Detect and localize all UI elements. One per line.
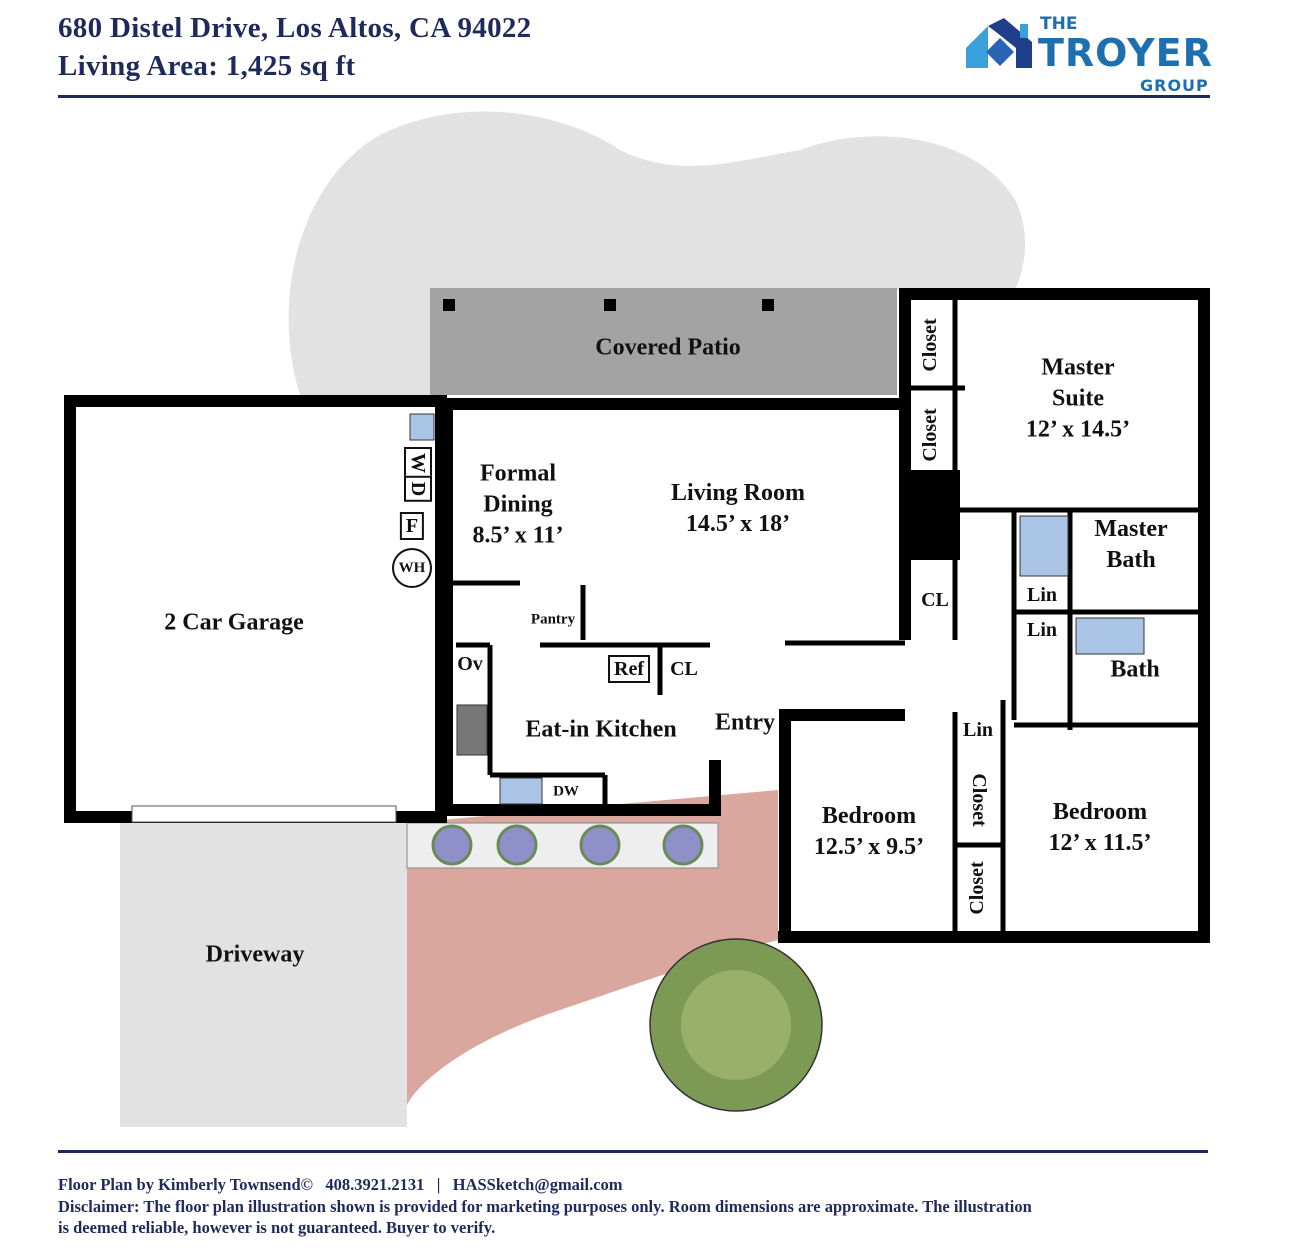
label-bedroom-1: Bedroom 12.5’ x 9.5’ bbox=[814, 801, 924, 863]
label-kitchen-cl: CL bbox=[670, 658, 698, 680]
fireplace-block bbox=[905, 470, 960, 560]
washer-slot bbox=[409, 413, 435, 441]
room-name: Bedroom bbox=[821, 803, 917, 829]
label-formal-dining: Formal Dining 8.5’ x 11’ bbox=[473, 459, 564, 552]
troyer-group-logo: THE TROYER GROUP bbox=[966, 14, 1216, 96]
label-closet: Closet bbox=[968, 773, 990, 827]
label-driveway: Driveway bbox=[205, 941, 305, 968]
room-dimensions: 14.5’ x 18’ bbox=[685, 511, 791, 537]
label-washer: W bbox=[404, 447, 432, 479]
house-logo-icon bbox=[966, 18, 1032, 68]
footer-disclaimer-line2: is deemed reliable, however is not guara… bbox=[58, 1218, 496, 1237]
interior-walls bbox=[447, 294, 1204, 937]
footer-divider bbox=[58, 1150, 1208, 1153]
room-dimensions: 8.5’ x 11’ bbox=[472, 522, 564, 549]
label-master-bath: Master Bath bbox=[1094, 514, 1167, 576]
house-walls bbox=[441, 288, 1210, 943]
room-name: Formal bbox=[480, 460, 556, 487]
label-bedroom-2: Bedroom 12’ x 11.5’ bbox=[1049, 797, 1152, 859]
header-divider bbox=[58, 95, 1210, 98]
driveway bbox=[120, 823, 407, 1127]
label-entry: Entry bbox=[715, 709, 775, 736]
label-closet: Closet bbox=[919, 318, 941, 372]
label-kitchen: Eat-in Kitchen bbox=[525, 716, 677, 743]
footer-disclaimer-line1: Disclaimer: The floor plan illustration … bbox=[58, 1197, 1032, 1216]
label-ref: Ref bbox=[608, 655, 650, 683]
sink bbox=[499, 777, 543, 805]
label-linen: Lin bbox=[1026, 619, 1058, 641]
label-bath: Bath bbox=[1110, 656, 1160, 683]
label-living-room: Living Room 14.5’ x 18’ bbox=[671, 478, 805, 540]
room-name: Master bbox=[1094, 516, 1168, 542]
bathtub bbox=[1075, 617, 1145, 655]
label-garage: 2 Car Garage bbox=[164, 609, 304, 636]
room-name: Bedroom bbox=[1052, 799, 1148, 825]
label-dryer: D bbox=[404, 475, 432, 503]
room-dimensions: 12’ x 14.5’ bbox=[1025, 416, 1131, 443]
label-linen: Lin bbox=[962, 719, 994, 741]
patio-post bbox=[604, 299, 616, 311]
logo-the: THE bbox=[1040, 14, 1078, 34]
label-closet: Closet bbox=[966, 861, 988, 915]
footer-credit: Floor Plan by Kimberly Townsend© 408.392… bbox=[58, 1175, 623, 1194]
patio-post bbox=[762, 299, 774, 311]
label-covered-patio: Covered Patio bbox=[595, 334, 741, 361]
label-pantry: Pantry bbox=[530, 611, 576, 628]
shrubs bbox=[431, 824, 704, 866]
label-furnace: F bbox=[399, 512, 425, 540]
label-closet: Closet bbox=[919, 408, 941, 462]
label-master-suite: Master Suite 12’ x 14.5’ bbox=[1026, 353, 1130, 446]
backyard bbox=[288, 111, 1026, 395]
room-name: Living Room bbox=[670, 480, 806, 506]
room-name: Suite bbox=[1051, 385, 1105, 412]
room-dimensions: 12’ x 11.5’ bbox=[1048, 830, 1152, 856]
covered-patio bbox=[430, 288, 897, 395]
room-dimensions: 12.5’ x 9.5’ bbox=[813, 834, 925, 860]
label-linen: Lin bbox=[1026, 584, 1058, 606]
room-name: Bath bbox=[1106, 547, 1156, 573]
living-area: Living Area: 1,425 sq ft bbox=[58, 50, 356, 82]
room-name: Dining bbox=[483, 491, 553, 518]
label-hall-cl: CL bbox=[921, 589, 949, 611]
logo-troyer: TROYER bbox=[1038, 31, 1213, 75]
label-water-heater: WH bbox=[392, 548, 432, 588]
property-address: 680 Distel Drive, Los Altos, CA 94022 bbox=[58, 12, 532, 44]
garage-walls bbox=[64, 395, 447, 823]
shower bbox=[1019, 515, 1069, 577]
brick-walkway bbox=[407, 790, 778, 1105]
room-name: Master bbox=[1041, 354, 1115, 381]
patio-post bbox=[443, 299, 455, 311]
label-oven: Ov bbox=[457, 653, 483, 675]
label-dw: DW bbox=[553, 783, 579, 800]
range bbox=[456, 704, 488, 756]
logo-group: GROUP bbox=[1140, 76, 1209, 95]
